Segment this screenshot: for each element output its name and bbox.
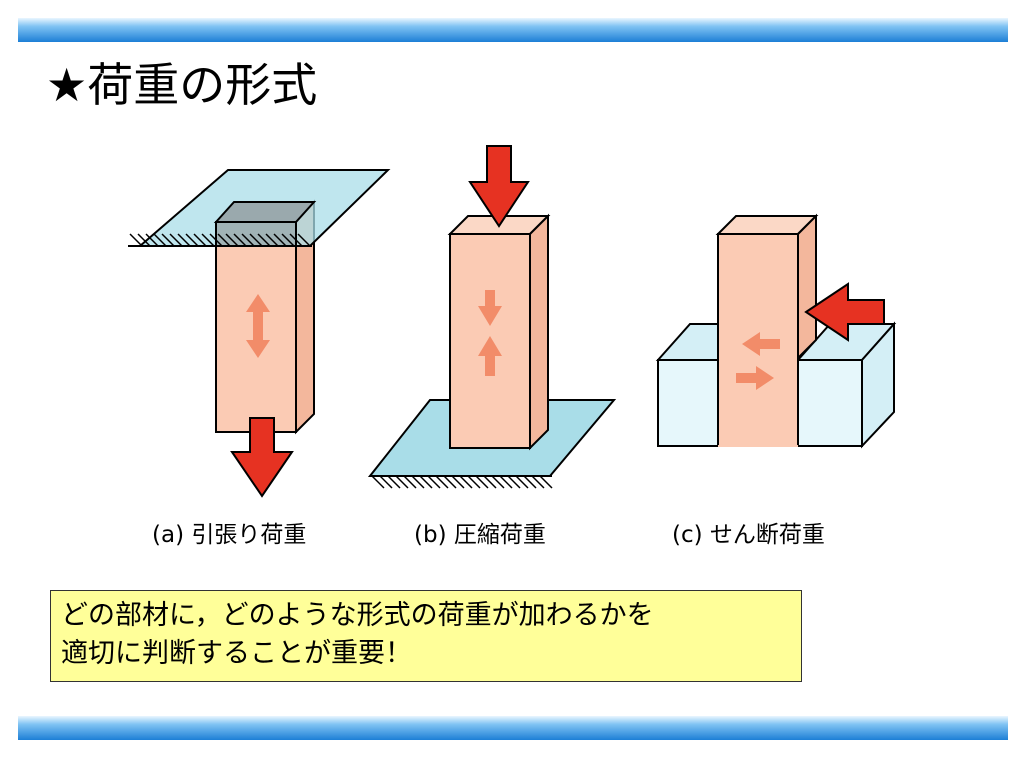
- tension-load-arrow: [230, 417, 294, 498]
- top-accent-bar: [18, 18, 1008, 42]
- shear-beam-side: [797, 213, 817, 361]
- compression-diagram: [367, 145, 617, 489]
- shear-block-front-right: [797, 359, 863, 447]
- shear-stress-arrow-left: [742, 332, 780, 356]
- key-point-callout: どの部材に，どのような形式の荷重が加わるかを 適切に判断することが重要！: [50, 590, 802, 682]
- tension-diagram: [128, 169, 391, 498]
- floor-hatch: [371, 475, 553, 489]
- compression-load-arrow: [468, 145, 530, 228]
- compression-stress-arrow-down: [478, 290, 502, 326]
- shear-diagram: [655, 213, 897, 449]
- compression-stress-arrow-up: [478, 336, 502, 376]
- shear-load-arrow: [804, 282, 885, 342]
- shear-stress-arrow-right: [736, 366, 774, 390]
- key-point-line-2: 適切に判断することが重要！: [61, 638, 412, 669]
- caption-shear: (c) せん断荷重: [672, 522, 825, 548]
- tension-beam-embedded: [215, 221, 297, 247]
- slide-title: ★荷重の形式: [46, 58, 318, 112]
- key-point-line-1: どの部材に，どのような形式の荷重が加わるかを: [61, 600, 654, 631]
- bottom-accent-bar: [18, 716, 1008, 740]
- compression-beam-side: [529, 213, 549, 451]
- caption-tension: (a) 引張り荷重: [152, 522, 307, 548]
- caption-compression: (b) 圧縮荷重: [414, 522, 546, 548]
- tension-stress-arrow: [246, 294, 270, 358]
- shear-block-top-left: [655, 323, 719, 361]
- tension-beam-top: [213, 201, 317, 223]
- shear-block-front-left: [657, 359, 719, 447]
- shear-block-side: [861, 321, 895, 449]
- ceiling-hatch: [129, 233, 311, 247]
